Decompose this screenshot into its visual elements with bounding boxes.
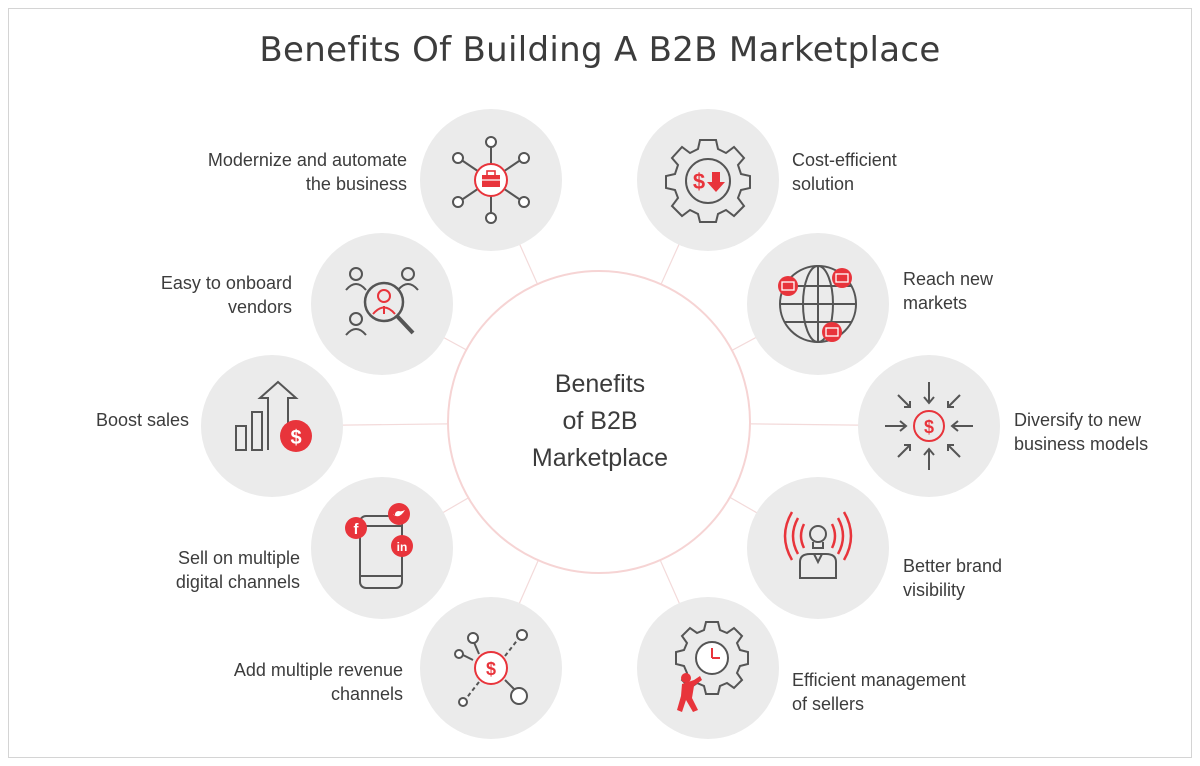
center-heading-line3: Marketplace <box>531 444 669 472</box>
benefit-label-diversify: Diversify to new business models <box>1014 410 1149 454</box>
pushing-person-icon <box>677 673 702 712</box>
gear-dollar-down-icon: $ <box>665 139 751 223</box>
svg-text:$: $ <box>693 169 705 194</box>
benefit-label-markets: Reach new markets <box>903 269 994 313</box>
benefit-circle-onboard <box>311 233 453 375</box>
benefit-circle-cost <box>637 109 779 251</box>
facebook-icon: f <box>345 517 367 539</box>
benefit-label-sellers: Efficient management of sellers <box>792 670 966 714</box>
svg-text:$: $ <box>486 659 496 679</box>
dollar-network-icon: $ <box>454 629 528 707</box>
center-heading-line1: Benefits <box>554 370 646 398</box>
center-circle <box>447 270 751 574</box>
search-user-icon <box>345 267 419 336</box>
phone-social-icon: f in <box>345 503 413 589</box>
benefit-label-revenue: Add multiple revenue channels <box>233 660 403 704</box>
linkedin-icon: in <box>391 535 413 557</box>
benefit-label-modernize: Modernize and automate the business <box>207 150 407 194</box>
svg-text:in: in <box>397 540 408 554</box>
benefit-label-onboard: Easy to onboard vendors <box>160 273 292 317</box>
benefit-circle-channels <box>311 477 453 619</box>
store-badge-icon <box>778 268 852 342</box>
benefit-circle-diversify <box>858 355 1000 497</box>
benefit-label-brand: Better brand visibility <box>903 556 1003 600</box>
center-heading-line2: of B2B <box>562 407 638 435</box>
benefit-label-cost: Cost-efficient solution <box>792 150 897 194</box>
svg-text:f: f <box>354 521 360 538</box>
globe-stores-icon <box>778 265 857 343</box>
person-broadcast-icon <box>783 511 853 579</box>
page-title: Benefits Of Building A B2B Marketplace <box>259 30 941 70</box>
twitter-icon <box>388 503 410 525</box>
growth-bars-dollar-icon: $ <box>235 380 312 452</box>
svg-text:$: $ <box>924 417 934 437</box>
benefit-label-sales: Boost sales <box>95 410 189 430</box>
benefit-label-channels: Sell on multiple digital channels <box>175 548 300 592</box>
center-heading: Benefits of B2B Marketplace <box>450 366 750 477</box>
gear-clock-person-icon <box>675 621 749 712</box>
svg-text:$: $ <box>290 427 301 449</box>
benefit-circle-sales <box>201 355 343 497</box>
converging-arrows-dollar-icon: $ <box>885 382 973 470</box>
network-briefcase-icon <box>452 136 530 224</box>
